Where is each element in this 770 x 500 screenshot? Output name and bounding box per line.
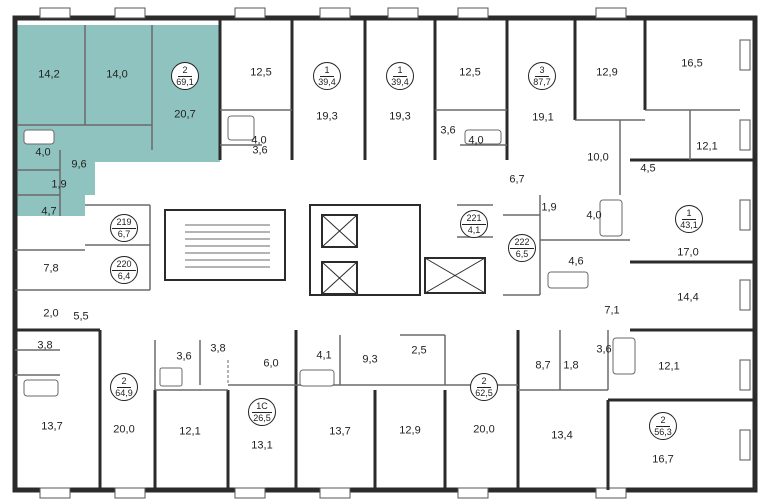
room-area: 2,0: [43, 307, 59, 320]
unit-number: 220: [112, 259, 136, 271]
room-area: 5,5: [73, 310, 89, 323]
room-area: 12,9: [596, 66, 618, 79]
room-area: 14,2: [38, 68, 60, 81]
room-area: 8,7: [535, 359, 551, 372]
stairs: [185, 224, 270, 268]
room-area: 14,4: [677, 291, 699, 304]
room-area: 3,6: [176, 350, 192, 363]
unit-number: 2: [178, 65, 192, 77]
unit-area: 39,4: [318, 76, 336, 87]
unit-number: 222: [510, 237, 534, 249]
room-area: 1,8: [563, 359, 579, 372]
interior-walls: [15, 20, 755, 490]
room-area: 9,6: [71, 158, 87, 171]
room-area: 13,7: [41, 420, 63, 433]
unit-area: 4,1: [467, 224, 481, 235]
room-area: 4,6: [568, 255, 584, 268]
room-area: 13,4: [551, 429, 573, 442]
unit-area: 6,4: [117, 270, 131, 281]
room-area: 19,3: [389, 110, 411, 123]
room-area: 7,8: [43, 262, 59, 275]
room-area: 4,0: [586, 209, 602, 222]
room-area: 3,8: [37, 339, 53, 352]
unit-number: 1С: [252, 401, 272, 413]
room-area: 16,7: [652, 453, 674, 466]
exterior-walls: [12, 15, 758, 493]
room-area: 19,3: [316, 110, 338, 123]
unit-area: 6,5: [515, 248, 529, 259]
room-area: 3,6: [440, 124, 456, 137]
unit-area: 56,3: [654, 426, 672, 437]
room-area: 1,9: [541, 201, 557, 214]
room-area: 3,8: [210, 342, 226, 355]
room-area: 12,9: [399, 424, 421, 437]
unit-number: 2: [656, 415, 670, 427]
room-area: 9,3: [362, 353, 378, 366]
room-area: 12,5: [459, 66, 481, 79]
room-area: 13,7: [329, 425, 351, 438]
room-area: 6,0: [263, 357, 279, 370]
unit-area: 62,5: [475, 387, 493, 398]
room-area: 4,0: [35, 146, 51, 159]
unit-area: 39,4: [391, 76, 409, 87]
room-area: 20,0: [113, 423, 135, 436]
room-area: 12,1: [658, 360, 680, 373]
room-area: 10,0: [587, 151, 609, 164]
room-area: 20,7: [174, 108, 196, 121]
unit-number: 219: [112, 217, 136, 229]
room-area: 4,0: [251, 134, 267, 147]
unit-number: 1: [393, 65, 407, 77]
unit-number: 1: [320, 65, 334, 77]
room-area: 16,5: [681, 57, 703, 70]
unit-number: 221: [462, 213, 486, 225]
windows: [39, 7, 751, 499]
room-area: 6,7: [509, 173, 525, 186]
room-area: 19,1: [532, 111, 554, 124]
room-area: 4,0: [468, 134, 484, 147]
room-area: 4,5: [640, 162, 656, 175]
unit-number: 2: [117, 376, 131, 388]
unit-area: 26,5: [253, 412, 271, 423]
unit-area: 6,7: [117, 228, 131, 239]
unit-area: 64,9: [115, 387, 133, 398]
room-area: 12,1: [179, 425, 201, 438]
unit-number: 2: [477, 376, 491, 388]
room-area: 20,0: [473, 423, 495, 436]
room-area: 12,1: [696, 140, 718, 153]
room-area: 13,1: [251, 439, 273, 452]
room-area: 3,6: [252, 144, 268, 157]
unit-area: 43,1: [680, 219, 698, 230]
room-area: 4,1: [316, 349, 332, 362]
unit-number: 3: [535, 65, 549, 77]
room-area: 14,0: [106, 68, 128, 81]
room-area: 17,0: [677, 246, 699, 259]
fixtures: [23, 115, 636, 397]
room-area: 7,1: [604, 304, 620, 317]
room-area: 12,5: [250, 66, 272, 79]
room-area: 1,9: [51, 178, 67, 191]
unit-area: 87,7: [533, 76, 551, 87]
unit-number: 1: [682, 208, 696, 220]
room-area: 2,5: [411, 344, 427, 357]
door-markers: [227, 360, 296, 386]
core: [164, 204, 486, 296]
room-area: 4,7: [41, 205, 57, 218]
highlighted-apartment[interactable]: [17, 25, 220, 216]
room-area: 3,6: [596, 343, 612, 356]
unit-area: 69,1: [176, 76, 194, 87]
